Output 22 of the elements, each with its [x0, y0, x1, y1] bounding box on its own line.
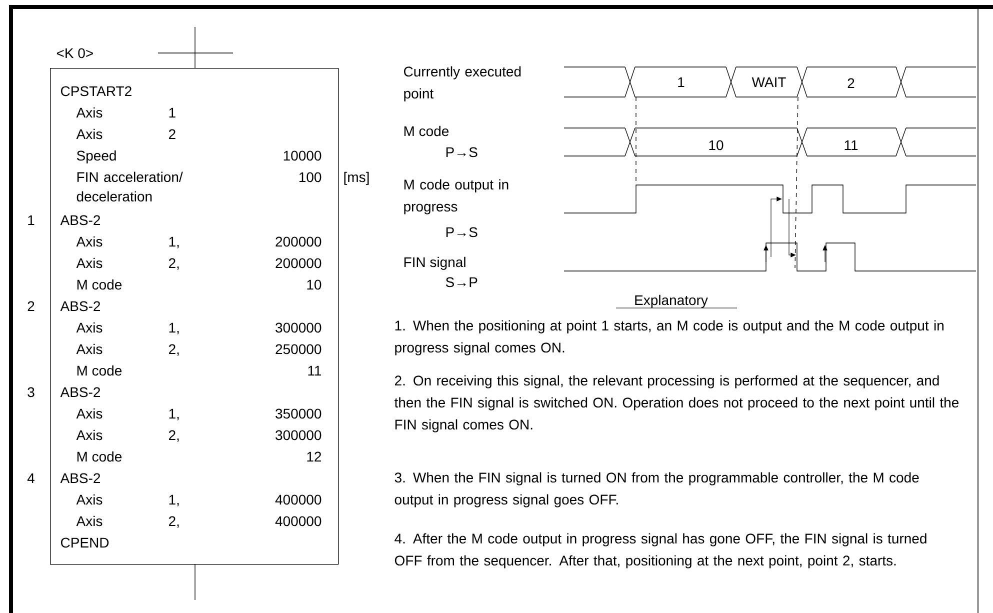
signal-name: Currently executed point: [404, 66, 521, 102]
note-text: 2. On receiving this signal, the relevant processing is performed at the sequencer, and then the FIN signal is switched ON. Operation does not proceed to the next point until the FIN signal comes ON.: [394, 375, 959, 432]
note-text: 4. After the M code output in progress signal has gone OFF, the FIN signal is turned OFF from the sequencer. After that, positioning at the next point, point 2, starts.: [394, 533, 926, 568]
signal-value: WAIT: [752, 77, 786, 87]
step-number: 4: [27, 473, 34, 483]
signal-value: 10: [709, 140, 724, 150]
signal-value: 2: [848, 78, 854, 88]
signal-direction: P→S: [446, 147, 478, 158]
signal-value: 11: [844, 140, 858, 150]
signal-name: M code: [404, 126, 449, 136]
signal-name: M code output in progress: [404, 179, 508, 214]
step-number: 2: [28, 301, 34, 311]
step-number: 3: [28, 387, 34, 398]
section-heading: Explanatory: [616, 294, 738, 308]
signal-name: FIN signal: [404, 256, 466, 270]
signal-value: 1: [678, 77, 684, 87]
note-text: 3. When the FIN signal is turned ON from the programmable controller, the M code output in progress signal goes OFF.: [394, 472, 919, 508]
program-box: CPSTART2 Axis 1 Axis 2 Speed 10000 FIN acceleration/ deceleration 100 ABS-2 Axis 1, 200000 Axis 2, 200000 M code 10 ABS-2 Axis 1, 300000 Axis 2, 250000 M code 11 ABS-2 Axis 1, 350000 Axis 2, 300000 M code 12 ABS-2 Axis 1, 400000 Axis 2, 400000 CPEND: [50, 68, 339, 565]
signal-direction: P→S: [446, 227, 478, 238]
note-text: 1. When the positioning at point 1 starts, an M code is output and the M code output in progress signal comes ON.: [395, 320, 944, 356]
signal-direction: S→P: [446, 277, 478, 288]
step-number: 1: [28, 215, 34, 225]
